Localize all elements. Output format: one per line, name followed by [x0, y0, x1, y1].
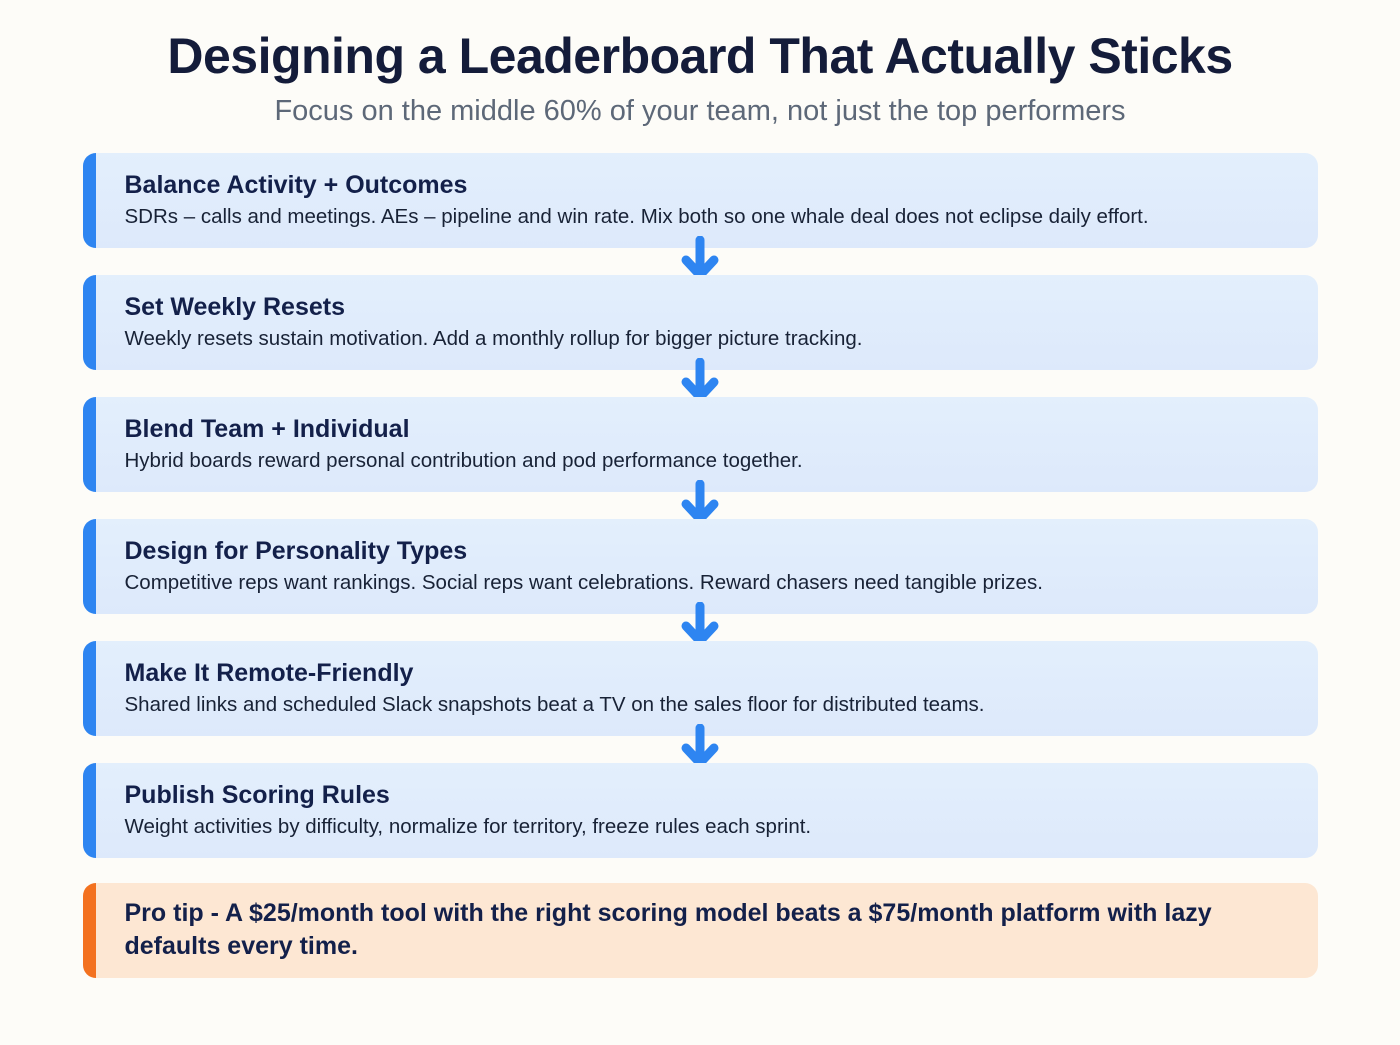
step-card-3: Blend Team + Individual Hybrid boards re… [82, 396, 1318, 524]
step-accent-bar [82, 396, 96, 492]
step-accent-bar [82, 640, 96, 736]
step-card-1: Balance Activity + Outcomes SDRs – calls… [82, 152, 1318, 280]
step-title: Make It Remote-Friendly [124, 659, 414, 688]
step-card-5: Make It Remote-Friendly Shared links and… [82, 640, 1318, 768]
steps-list: Balance Activity + Outcomes SDRs – calls… [82, 152, 1318, 858]
step-description: Hybrid boards reward personal contributi… [124, 448, 803, 472]
step-accent-bar [82, 762, 96, 858]
step-description: Weight activities by difficulty, normali… [124, 814, 812, 838]
pro-tip-text: Pro tip - A $25/month tool with the righ… [124, 899, 1212, 961]
step-title: Blend Team + Individual [124, 415, 410, 444]
step-card-6: Publish Scoring Rules Weight activities … [82, 762, 1318, 858]
step-card-4: Design for Personality Types Competitive… [82, 518, 1318, 646]
page-title: Designing a Leaderboard That Actually St… [167, 28, 1233, 84]
step-accent-bar [82, 274, 96, 370]
step-title: Publish Scoring Rules [124, 781, 390, 810]
step-description: SDRs – calls and meetings. AEs – pipelin… [124, 204, 1149, 228]
step-description: Competitive reps want rankings. Social r… [124, 570, 1043, 594]
page-subtitle: Focus on the middle 60% of your team, no… [274, 95, 1126, 127]
pro-tip-callout: Pro tip - A $25/month tool with the righ… [82, 882, 1318, 978]
step-description: Weekly resets sustain motivation. Add a … [124, 326, 863, 350]
step-card-2: Set Weekly Resets Weekly resets sustain … [82, 274, 1318, 402]
step-title: Set Weekly Resets [124, 293, 346, 322]
step-title: Balance Activity + Outcomes [124, 171, 468, 200]
header: Designing a Leaderboard That Actually St… [0, 0, 1400, 129]
step-accent-bar [82, 518, 96, 614]
pro-tip-accent-bar [82, 882, 96, 978]
step-accent-bar [82, 152, 96, 248]
step-description: Shared links and scheduled Slack snapsho… [124, 692, 985, 716]
step-title: Design for Personality Types [124, 537, 468, 566]
